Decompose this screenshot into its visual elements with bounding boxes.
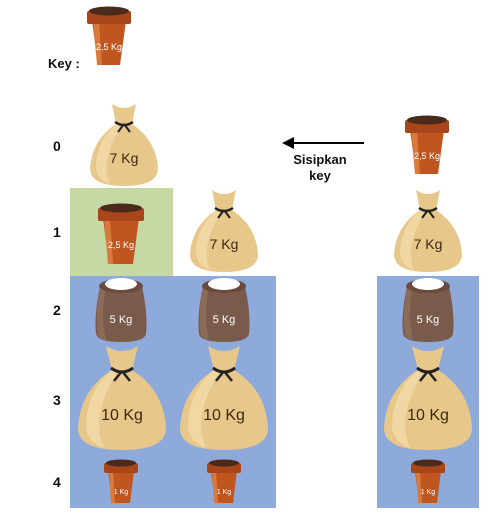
tied-bag-icon: 10 Kg <box>380 344 476 454</box>
pot-weight-label: 2,5 Kg <box>108 240 134 250</box>
sack-weight-label: 5 Kg <box>110 314 133 326</box>
tied-bag-icon: 10 Kg <box>176 344 272 454</box>
sack-icon: 5 Kg <box>90 274 152 344</box>
flower-pot-icon: 1 Kg <box>408 459 448 505</box>
pot-weight-label: 1 Kg <box>421 489 436 496</box>
tied-bag-icon: 7 Kg <box>86 102 162 188</box>
pot-weight-label: 1 Kg <box>217 489 232 496</box>
row-label-1: 1 <box>53 224 61 240</box>
pot-weight-label: 2,5 Kg <box>414 151 440 161</box>
bag-weight-label: 10 Kg <box>407 407 449 424</box>
flower-pot-icon: 1 Kg <box>204 459 244 505</box>
insert-key-note: Sisipkan key <box>290 152 350 184</box>
row-label-0: 0 <box>53 138 61 154</box>
bag-weight-label: 10 Kg <box>203 407 245 424</box>
pot-weight-label: 1 Kg <box>114 489 129 496</box>
pot-weight-label: 2,5 Kg <box>96 42 122 52</box>
bag-weight-label: 7 Kg <box>110 150 139 166</box>
tied-bag-icon: 7 Kg <box>186 188 262 274</box>
arrow-left-icon <box>282 136 366 155</box>
flower-pot-icon: 2,5 Kg <box>94 202 148 266</box>
row-label-4: 4 <box>53 474 61 490</box>
row-label-3: 3 <box>53 392 61 408</box>
sack-icon: 5 Kg <box>193 274 255 344</box>
sack-weight-label: 5 Kg <box>213 314 236 326</box>
flower-pot-icon: 2,5 Kg <box>402 114 452 176</box>
note-line-2: key <box>309 168 331 183</box>
key-label: Key : <box>48 56 80 71</box>
note-line-1: Sisipkan <box>293 152 347 167</box>
flower-pot-icon: 2,5 Kg <box>84 5 134 67</box>
bag-weight-label: 7 Kg <box>414 236 443 252</box>
sack-icon: 5 Kg <box>397 274 459 344</box>
tied-bag-icon: 10 Kg <box>74 344 170 454</box>
bag-weight-label: 10 Kg <box>101 407 143 424</box>
row-label-2: 2 <box>53 302 61 318</box>
flower-pot-icon: 1 Kg <box>101 459 141 505</box>
tied-bag-icon: 7 Kg <box>390 188 466 274</box>
bag-weight-label: 7 Kg <box>210 236 239 252</box>
sack-weight-label: 5 Kg <box>417 314 440 326</box>
